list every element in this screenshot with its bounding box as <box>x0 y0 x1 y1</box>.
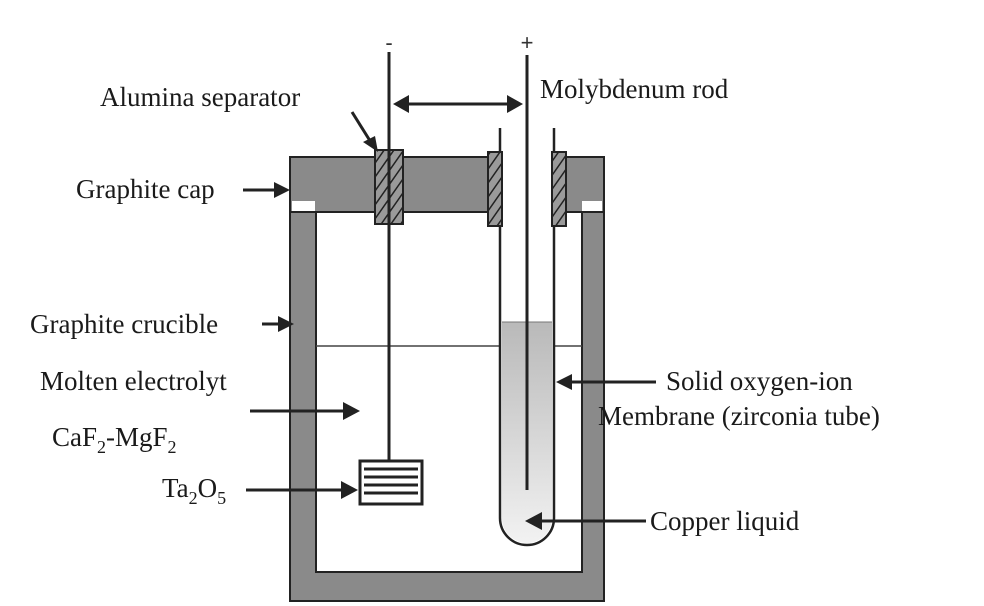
alumina-separator-tube-right <box>551 151 567 227</box>
label-membrane-line2: Membrane (zirconia tube) <box>598 401 880 431</box>
arrow-graphite-cap <box>243 182 290 198</box>
label-ta2o5: Ta2O5 <box>162 473 226 508</box>
label-membrane-line1: Solid oxygen-ion <box>666 366 853 396</box>
label-graphite-cap: Graphite cap <box>76 174 215 204</box>
graphite-crucible <box>289 199 605 602</box>
negative-terminal-sign: - <box>385 30 392 55</box>
arrow-molten-electrolyte <box>250 402 360 420</box>
label-molten-electrolyte: Molten electrolyt <box>40 366 227 396</box>
label-electrolyte-formula: CaF2-MgF2 <box>52 422 177 457</box>
label-alumina-separator: Alumina separator <box>100 82 300 112</box>
arrow-membrane <box>556 374 656 390</box>
ta2o5-pellet <box>358 459 424 506</box>
label-molybdenum-rod: Molybdenum rod <box>540 74 729 104</box>
label-copper-liquid: Copper liquid <box>650 506 800 536</box>
arrow-graphite-crucible <box>262 316 294 332</box>
label-graphite-crucible: Graphite crucible <box>30 309 218 339</box>
arrow-copper-liquid <box>525 512 646 530</box>
electrode-gap-arrow <box>393 95 523 113</box>
positive-terminal-sign: + <box>521 30 534 55</box>
arrow-ta2o5 <box>246 481 358 499</box>
alumina-separator-tube-left <box>487 151 503 227</box>
arrow-alumina-separator <box>350 111 378 152</box>
cap-gap-right <box>582 201 602 211</box>
cap-gap-left <box>292 201 315 211</box>
